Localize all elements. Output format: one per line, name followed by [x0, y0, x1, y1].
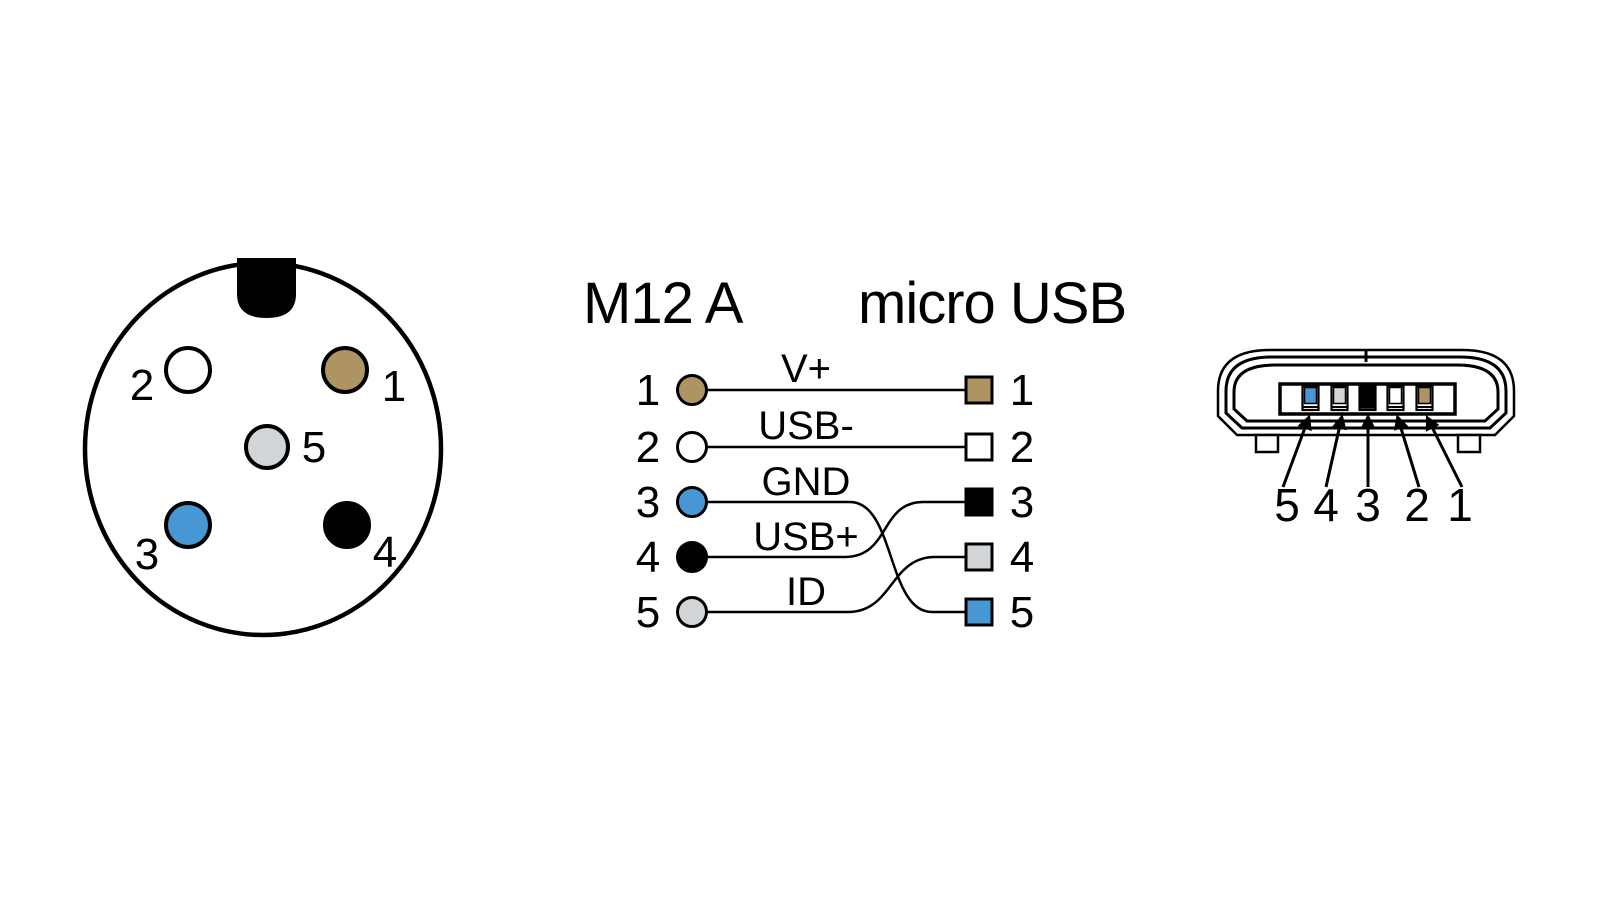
wiring-m12-dot-1: [676, 374, 708, 406]
arrow-pin-1: [1425, 414, 1464, 488]
signal-gnd: GND: [762, 460, 851, 504]
usb-pin-arrows: [1281, 413, 1464, 488]
usb-face-num-5: 5: [1274, 479, 1300, 531]
m12-pin-2-label: 2: [130, 361, 154, 410]
m12-pin-4-label: 4: [373, 528, 397, 577]
wiring-m12-num-3: 3: [636, 478, 660, 527]
wiring-m12-dot-4: [676, 541, 708, 573]
usb-contact-3: [1359, 386, 1376, 409]
wiring-diagram: M12 A micro USB 1 2 3 4 5 1 2 3 4: [583, 271, 1127, 637]
arrow-pin-5: [1281, 414, 1312, 488]
m12-pin-4: [323, 501, 371, 549]
wiring-usb-pad-1: [964, 375, 994, 405]
wiring-usb-num-4: 4: [1010, 533, 1034, 582]
m12-pin-5: [244, 424, 290, 470]
usb-foot-left: [1254, 433, 1280, 454]
usb-foot-right: [1456, 433, 1482, 454]
m12-title: M12 A: [583, 271, 744, 336]
signal-usb-plus: USB+: [753, 515, 859, 559]
wire-gnd: [707, 500, 966, 614]
wiring-usb-num-1: 1: [1010, 366, 1034, 415]
wiring-usb-pad-4: [964, 542, 994, 572]
micro-usb-title: micro USB: [858, 271, 1126, 336]
wiring-m12-dot-2: [676, 431, 708, 463]
signal-usb-minus: USB-: [758, 404, 854, 448]
wiring-usb-num-3: 3: [1010, 478, 1034, 527]
wire-usb-plus: [707, 500, 966, 559]
signal-vplus: V+: [781, 347, 831, 391]
m12-pin-1-label: 1: [382, 362, 406, 411]
wiring-usb-pad-5: [964, 597, 994, 627]
usb-contact-4: [1332, 386, 1347, 405]
usb-contact-5: [1303, 386, 1318, 405]
signal-id: ID: [786, 570, 826, 614]
m12-pin-2: [164, 346, 212, 394]
usb-face-num-3: 3: [1355, 479, 1381, 531]
m12-pin-5-label: 5: [302, 423, 326, 472]
m12-pin-3: [164, 501, 212, 549]
wiring-usb-num-2: 2: [1010, 423, 1034, 472]
wiring-m12-num-1: 1: [636, 366, 660, 415]
usb-face-num-4: 4: [1313, 479, 1339, 531]
wiring-m12-num-4: 4: [636, 533, 660, 582]
arrow-pin-2: [1393, 414, 1421, 488]
m12-pin-1: [321, 346, 369, 394]
usb-face-num-2: 2: [1404, 479, 1430, 531]
wiring-m12-num-2: 2: [636, 423, 660, 472]
usb-contacts: [1301, 384, 1434, 412]
wiring-usb-pad-3: [964, 487, 994, 517]
wire-id: [707, 555, 966, 614]
usb-face-num-1: 1: [1447, 479, 1473, 531]
micro-usb-connector-face: 5 4 3 2 1: [1216, 348, 1516, 531]
m12-keyway-notch: [237, 258, 296, 318]
wiring-m12-dot-5: [676, 596, 708, 628]
wiring-usb-num-5: 5: [1010, 588, 1034, 637]
usb-contact-1: [1417, 386, 1432, 405]
m12-connector-face: 1 2 5 3 4: [82, 258, 444, 638]
wiring-m12-dot-3: [676, 486, 708, 518]
wires: [707, 388, 966, 614]
usb-contact-2: [1388, 386, 1403, 405]
m12-pin-3-label: 3: [135, 530, 159, 579]
wiring-usb-pad-2: [964, 432, 994, 462]
wiring-m12-num-5: 5: [636, 588, 660, 637]
arrow-pin-4: [1324, 414, 1347, 488]
